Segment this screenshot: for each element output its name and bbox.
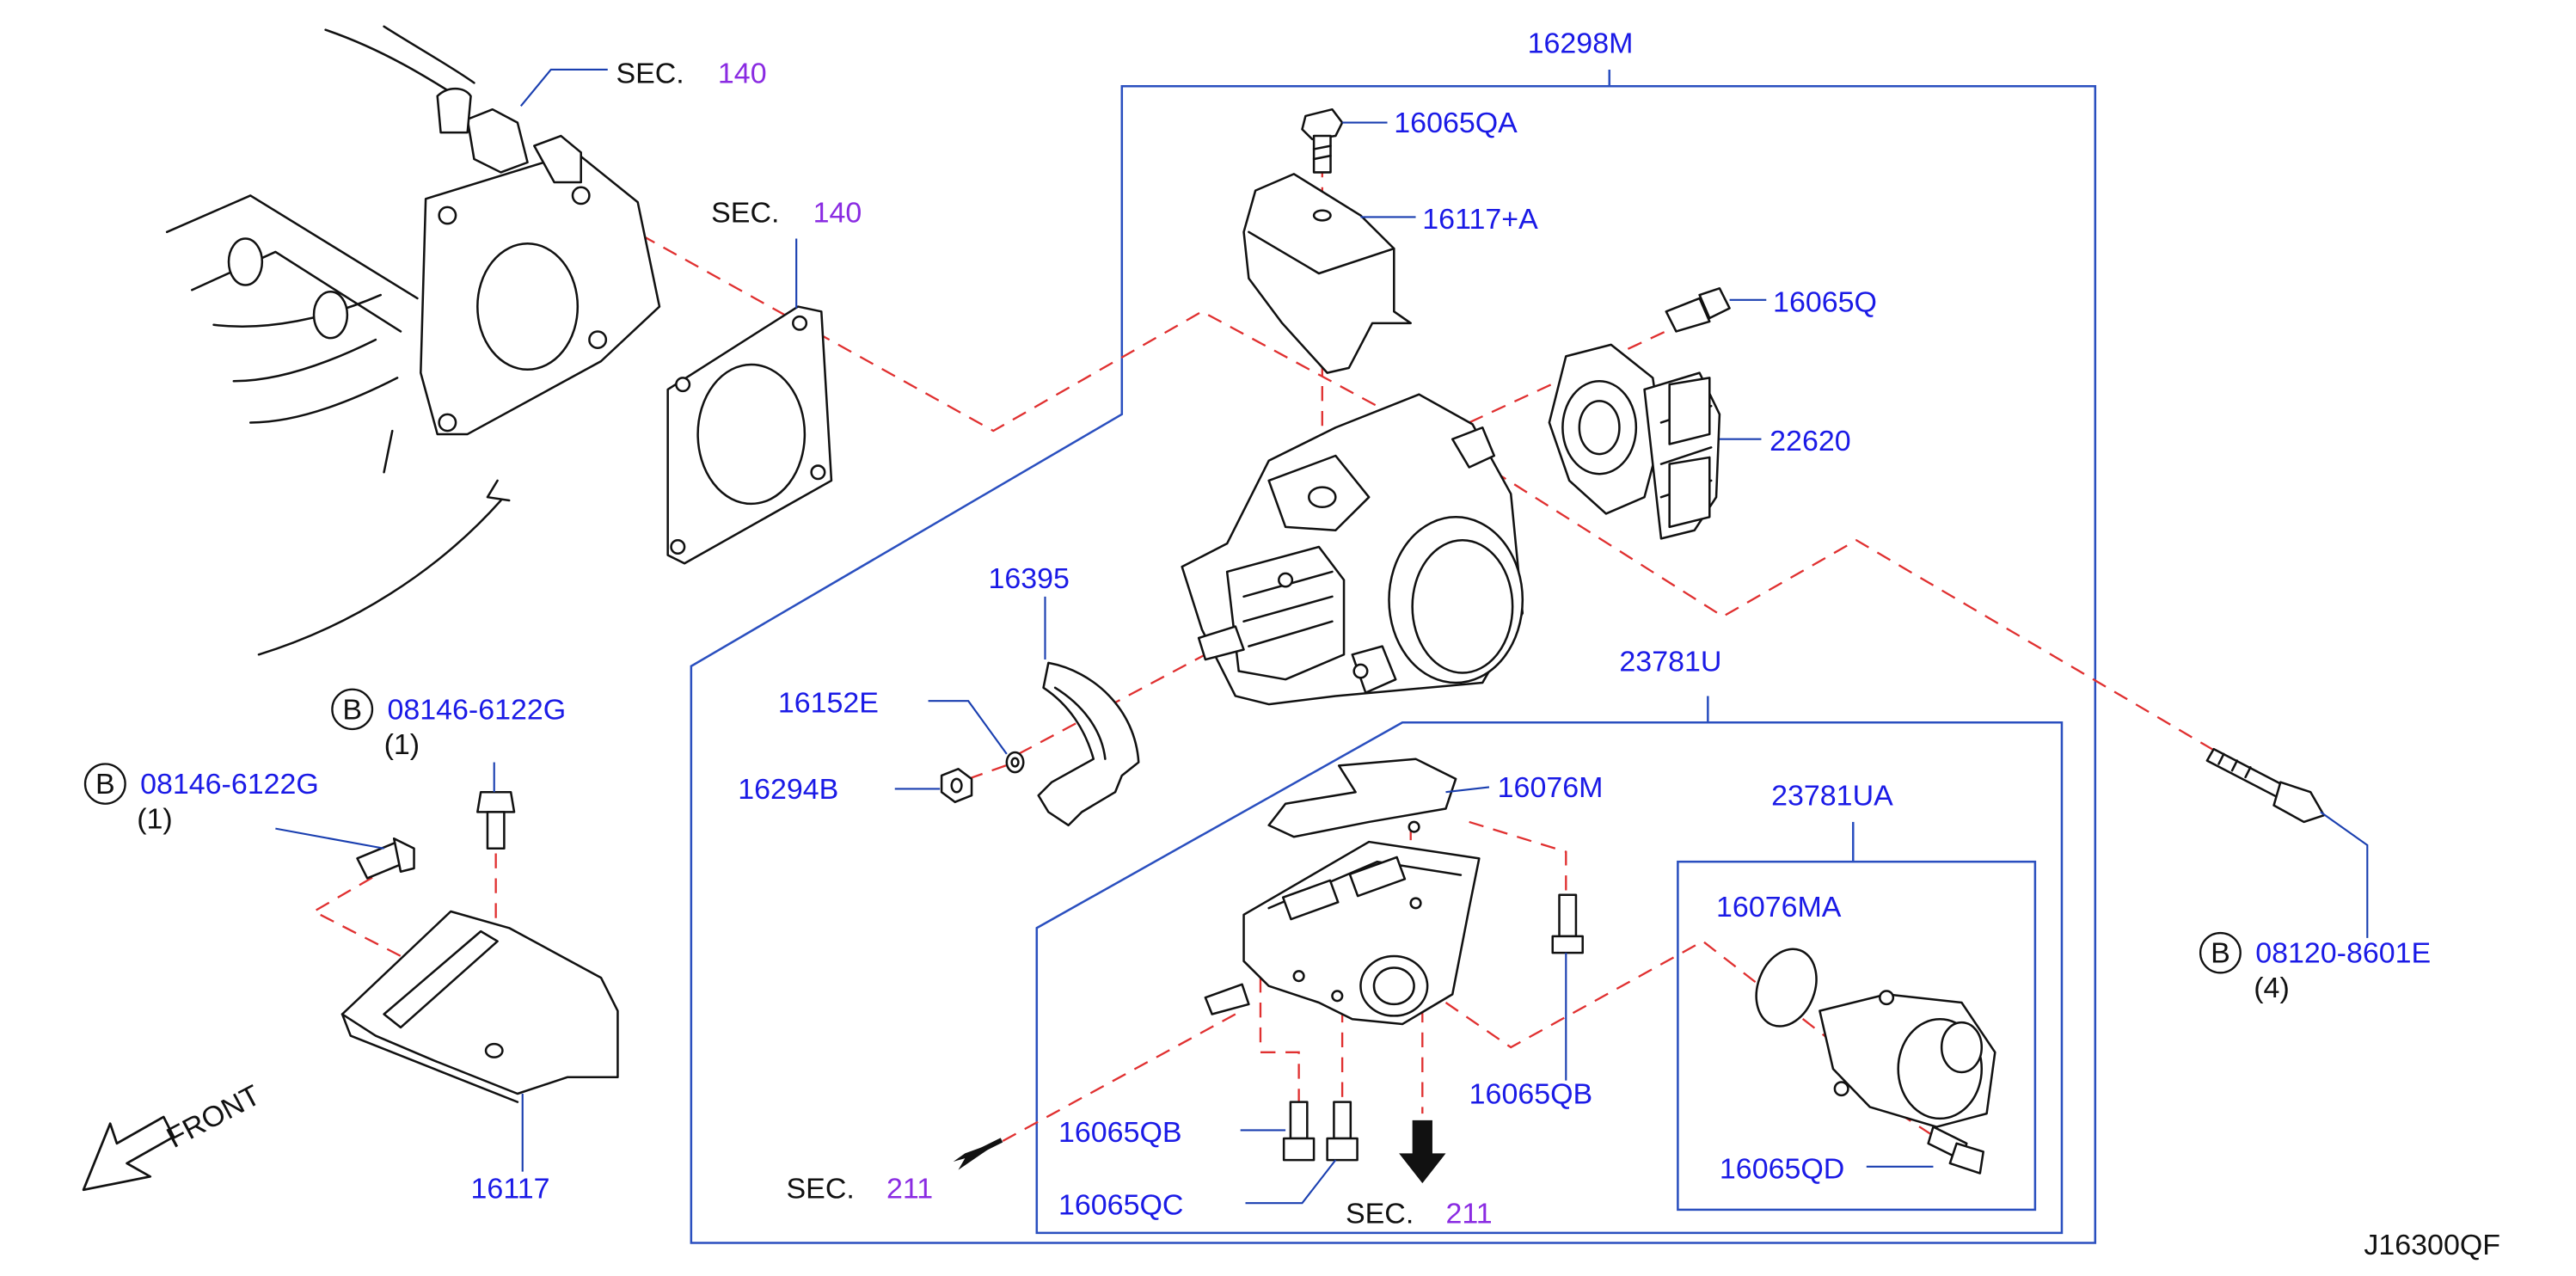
idle-control-body (1204, 820, 1481, 1026)
svg-text:SEC.: SEC. (787, 1173, 855, 1205)
bolt-08120-8601E (2205, 747, 2326, 824)
intake-manifold (165, 25, 661, 656)
label-16076MA: 16076MA (1716, 891, 1842, 923)
svg-text:211: 211 (1445, 1197, 1492, 1230)
gasket-16076M (1267, 758, 1457, 838)
svg-text:B: B (2211, 937, 2230, 970)
bolt-08146-top (476, 790, 516, 850)
nut-16294B (940, 768, 973, 804)
o-ring-16076MA (1755, 948, 1818, 1028)
gasket-sec140 (666, 305, 833, 565)
label-16065QA: 16065QA (1394, 107, 1518, 139)
qty-08146-left: (1) (137, 803, 173, 836)
label-23781U: 23781U (1619, 646, 1721, 678)
svg-text:140: 140 (718, 57, 767, 89)
sec-211-ref-bottom: SEC. 211 (1346, 1197, 1493, 1230)
label-22620: 22620 (1769, 425, 1850, 457)
label-08146-top: 08146-6122G (387, 694, 566, 727)
bolt-symbol-right: B (2199, 931, 2242, 974)
bracket-16117A (1242, 173, 1412, 374)
front-arrow-icon (82, 1115, 175, 1192)
throttle-position-sensor-22620 (1548, 343, 1721, 540)
bolt-symbol-top: B (331, 688, 374, 731)
label-16065QD: 16065QD (1720, 1152, 1844, 1185)
label-08120: 08120-8601E (2255, 937, 2431, 970)
bolt-16065QB-right (1551, 893, 1584, 954)
drawing-code: J16300QF (2364, 1229, 2500, 1261)
label-16065QC: 16065QC (1058, 1189, 1183, 1222)
svg-text:SEC.: SEC. (711, 196, 779, 229)
assembly-box-16298M (690, 69, 2097, 1244)
washer-16152E (1005, 751, 1025, 774)
sec-211-arrow-down (1399, 1120, 1446, 1184)
bracket-16117 (340, 910, 619, 1103)
idle-air-control-valve (1819, 990, 1996, 1128)
label-16117: 16117 (471, 1173, 550, 1205)
bolt-16065QC (1326, 1101, 1359, 1162)
sec-140-ref-gasket: SEC. 140 (711, 196, 862, 229)
leader-lines (275, 68, 2369, 1205)
svg-text:B: B (95, 768, 115, 801)
label-16395: 16395 (988, 562, 1069, 595)
svg-text:211: 211 (886, 1173, 933, 1205)
sec-211-arrow-left (953, 1138, 1003, 1170)
front-label: FRONT (162, 1079, 266, 1155)
bolt-08146-left (356, 837, 415, 880)
label-16065QB-right: 16065QB (1469, 1078, 1593, 1111)
label-16065Q: 16065Q (1773, 285, 1877, 318)
label-16076M: 16076M (1498, 771, 1604, 804)
svg-text:SEC.: SEC. (1346, 1197, 1414, 1230)
svg-text:SEC.: SEC. (616, 57, 684, 89)
label-16152E: 16152E (778, 687, 879, 720)
sec-140-ref-top: SEC. 140 (616, 57, 766, 89)
bolt-symbol-left: B (83, 763, 126, 805)
label-16065QB-left: 16065QB (1058, 1116, 1182, 1149)
label-08146-left: 08146-6122G (140, 768, 319, 801)
bolt-16065Q (1665, 287, 1731, 333)
seal-plate-16395 (1037, 661, 1140, 827)
throttle-body (1181, 393, 1524, 706)
svg-text:B: B (342, 694, 362, 727)
bolt-16065QB-left (1282, 1101, 1316, 1162)
label-16117A: 16117+A (1422, 203, 1538, 236)
label-23781UA: 23781UA (1771, 780, 1893, 813)
svg-text:140: 140 (813, 196, 862, 229)
bolt-16065QA (1301, 107, 1344, 174)
qty-08146-top: (1) (384, 728, 420, 761)
label-16294B: 16294B (738, 773, 838, 806)
label-16298M: 16298M (1528, 28, 1634, 60)
assembly-box-23781U (1035, 696, 2064, 1235)
bolt-16065QD (1927, 1126, 1984, 1175)
sec-211-ref-left: SEC. 211 (787, 1173, 934, 1205)
assembly-box-23781UA (1677, 860, 2037, 1212)
qty-08120: (4) (2254, 972, 2290, 1004)
